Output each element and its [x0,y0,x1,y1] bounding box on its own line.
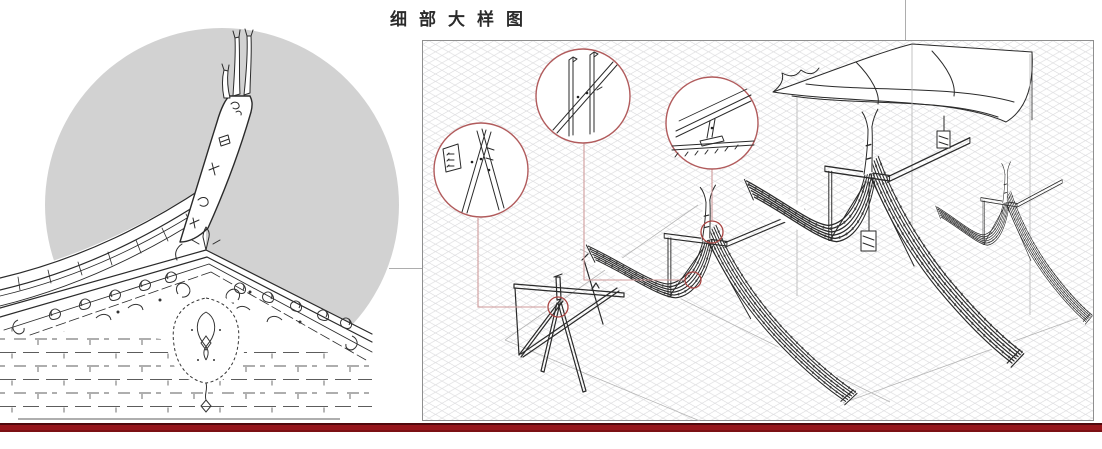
layout-guide-vertical-line [905,0,906,41]
layout-guide-horizontal-line [389,268,422,269]
gable-ridge-sketch [0,28,399,449]
cartouche-medallion [172,297,240,413]
callout-detail-1 [433,122,529,218]
canopy-sketch [772,43,1033,315]
joint-markers [547,220,724,318]
canopy-drop-lines [796,45,1031,315]
callout-detail-2 [535,48,631,144]
marker-sag-joint [684,271,702,289]
ridge-band [0,185,212,307]
marker-easel-joint [547,296,569,318]
callout-leader-lines [477,143,713,308]
detail-drawing-title: 细部大样图 [390,10,535,29]
callout-detail-3 [665,76,759,170]
callout-circle-1 [433,122,529,218]
detail-panel-drawing [422,40,1094,421]
detail-panel [422,40,1094,421]
callout-circle-3 [665,76,759,170]
hanging-plumb-pieces [860,115,951,252]
marker-horn-tip [700,220,724,244]
a-frame-stand [513,253,625,393]
swallowtail-horn [175,28,254,261]
bottom-accent-bar [0,423,1102,432]
horn-carving-marks [175,101,242,261]
frieze-carvings [12,271,358,351]
